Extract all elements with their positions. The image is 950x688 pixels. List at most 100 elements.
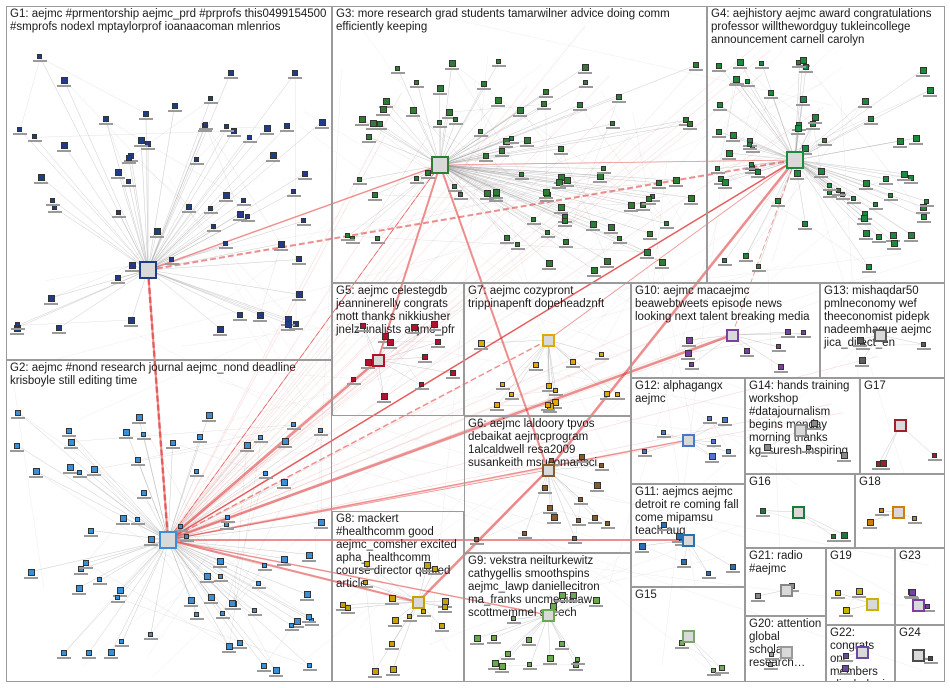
vertex-g4 xyxy=(799,56,807,64)
vertex-g2 xyxy=(262,562,268,568)
edge xyxy=(35,471,169,541)
edge xyxy=(392,601,419,670)
vertex-label-mark xyxy=(659,226,674,229)
vertex-label-mark xyxy=(402,619,417,622)
edge xyxy=(550,508,608,525)
vertex-g3 xyxy=(383,98,391,106)
vertex-label-mark xyxy=(226,134,241,137)
vertex-label-mark xyxy=(568,668,583,671)
edge xyxy=(455,100,499,188)
edge xyxy=(147,159,197,271)
vertex-g3 xyxy=(345,233,351,239)
vertex-label-mark xyxy=(494,670,509,673)
group-label-g12: G12: alphagangx aejmc xyxy=(635,380,726,405)
vertex-label-mark xyxy=(119,436,134,439)
vertex-g6 xyxy=(521,531,527,537)
vertex-g4 xyxy=(875,234,882,241)
edge xyxy=(117,172,149,271)
vertex-label-mark xyxy=(578,86,593,89)
vertex-g3 xyxy=(424,170,431,176)
vertex-label-mark xyxy=(441,117,456,120)
vertex-g3 xyxy=(563,177,571,185)
vertex-label-mark xyxy=(586,274,601,277)
edge xyxy=(480,339,549,344)
vertex-g18 xyxy=(867,518,875,526)
edge xyxy=(16,269,149,328)
edge xyxy=(719,104,796,161)
vertex-g8 xyxy=(424,562,432,570)
group-label-g15: G15 xyxy=(635,589,657,601)
vertex-label-mark xyxy=(239,449,254,452)
edge xyxy=(40,176,149,271)
vertex-g1 xyxy=(193,157,199,163)
edge xyxy=(368,136,549,234)
edge xyxy=(377,359,454,374)
vertex-g19 xyxy=(855,587,863,595)
edge xyxy=(731,334,780,348)
vertex-g3 xyxy=(600,165,606,171)
edge xyxy=(812,123,822,172)
vertex-g1 xyxy=(300,217,306,223)
vertex-label-mark xyxy=(566,600,581,603)
vertex-g2 xyxy=(88,527,95,534)
edge xyxy=(439,164,667,224)
edge xyxy=(794,140,900,161)
vertex-label-mark xyxy=(302,559,317,562)
vertex-g11 xyxy=(660,522,667,529)
edge xyxy=(507,614,549,654)
vertex-label-mark xyxy=(197,129,212,132)
vertex-label-mark xyxy=(538,491,553,494)
vertex-g3 xyxy=(458,191,464,197)
group-panel-g8: G8: mackert #healthcomm good aejmc_comsh… xyxy=(332,511,464,682)
vertex-g4 xyxy=(801,144,809,152)
edge xyxy=(439,164,632,206)
vertex-g1 xyxy=(56,325,63,332)
edge xyxy=(385,100,441,166)
hub-vertex-g2 xyxy=(159,531,177,549)
vertex-label-mark xyxy=(495,387,510,390)
vertex-g20 xyxy=(767,661,773,667)
vertex-label-mark xyxy=(611,101,626,104)
vertex-label-mark xyxy=(167,109,182,112)
edge xyxy=(68,431,169,541)
vertex-g1 xyxy=(263,125,271,133)
vertex-label-mark xyxy=(304,623,319,626)
edge xyxy=(167,312,445,541)
vertex-label-mark xyxy=(341,612,356,615)
vertex-g4 xyxy=(863,179,871,187)
vertex-g3 xyxy=(413,176,419,182)
vertex-label-mark xyxy=(514,177,529,180)
edge xyxy=(167,521,322,541)
hub-vertex-g7 xyxy=(541,333,555,347)
vertex-g3 xyxy=(376,120,383,127)
vertex-g6 xyxy=(572,536,578,542)
edge xyxy=(167,539,307,595)
group-panel-g1: G1: aejmc #prmentorship aejmc_prd #prpro… xyxy=(6,6,332,360)
vertex-g2 xyxy=(108,649,116,657)
hub-vertex-g13 xyxy=(873,328,887,342)
edge xyxy=(724,125,799,183)
vertex-label-mark xyxy=(173,530,188,533)
vertex-label-mark xyxy=(388,625,402,628)
edge xyxy=(82,157,672,667)
edge xyxy=(232,266,781,421)
vertex-label-mark xyxy=(259,133,274,136)
vertex-g22 xyxy=(841,665,849,673)
edge xyxy=(439,164,567,181)
vertex-label-mark xyxy=(367,675,382,678)
vertex-g24 xyxy=(928,656,934,662)
edge xyxy=(167,338,712,541)
vertex-g4 xyxy=(818,168,826,176)
edge xyxy=(167,471,198,541)
vertex-label-mark xyxy=(409,182,424,185)
edge xyxy=(533,123,614,221)
vertex-g15 xyxy=(711,667,717,673)
edge xyxy=(386,100,662,263)
vertex-g7 xyxy=(569,358,576,365)
edge xyxy=(731,331,789,336)
edge xyxy=(794,159,904,174)
edge xyxy=(687,539,733,568)
edge xyxy=(547,159,796,341)
vertex-g3 xyxy=(504,234,511,241)
vertex-label-mark xyxy=(558,246,573,249)
